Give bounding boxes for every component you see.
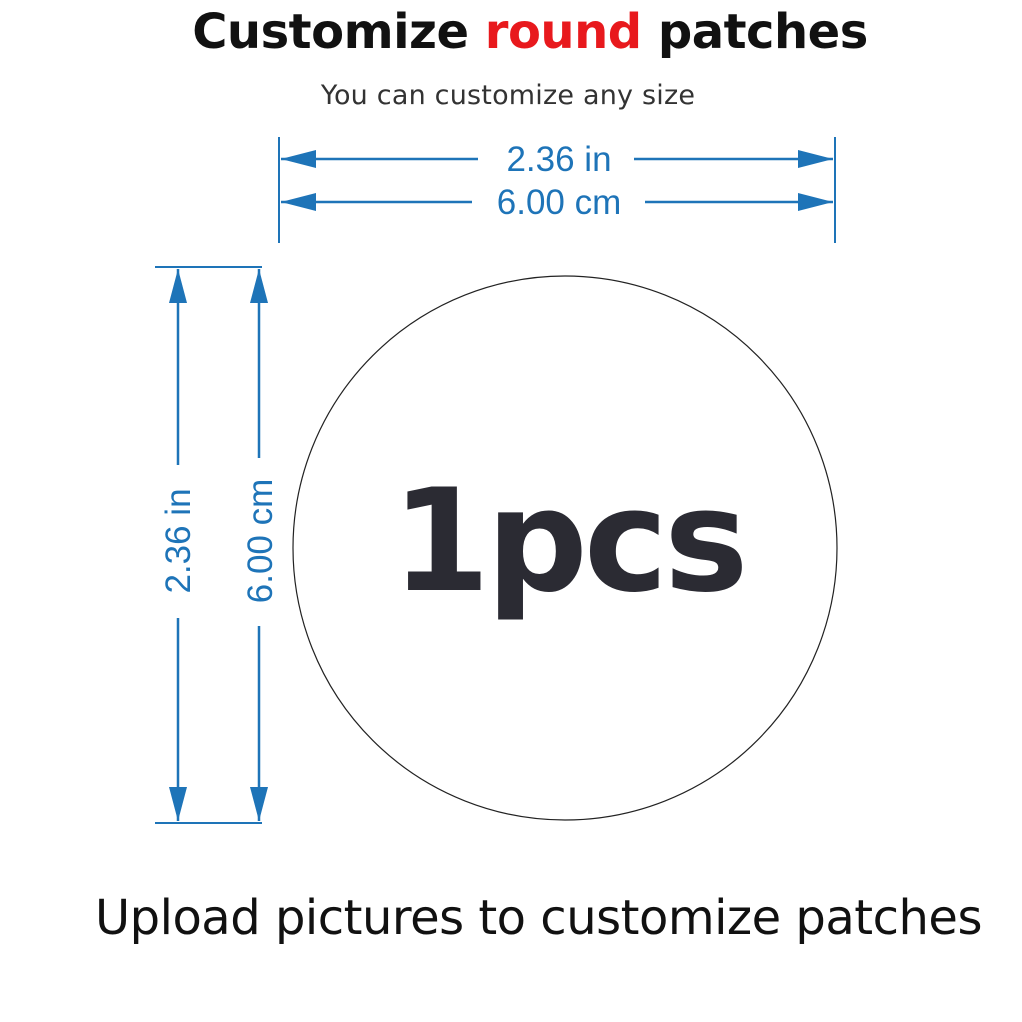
quantity-label: 1pcs [391, 459, 744, 624]
subtitle: You can customize any size [320, 80, 696, 111]
title-part1: Customize [192, 4, 469, 60]
height-inch-dimension: 2.36 in [159, 269, 198, 821]
round-patch-outline [292, 275, 838, 821]
width-cm-label: 6.00 cm [497, 183, 622, 222]
height-cm-label: 6.00 cm [241, 479, 280, 604]
page-title: Customize round patches [0, 4, 1022, 60]
title-accent: round [484, 4, 642, 60]
width-cm-dimension: 6.00 cm [281, 183, 833, 222]
upload-instruction: Upload pictures to customize patches [95, 890, 982, 946]
height-inch-label: 2.36 in [159, 488, 198, 593]
width-inch-label: 2.36 in [506, 140, 611, 179]
width-inch-dimension: 2.36 in [281, 140, 833, 179]
title-part2: patches [657, 4, 868, 60]
height-cm-dimension: 6.00 cm [241, 269, 280, 821]
